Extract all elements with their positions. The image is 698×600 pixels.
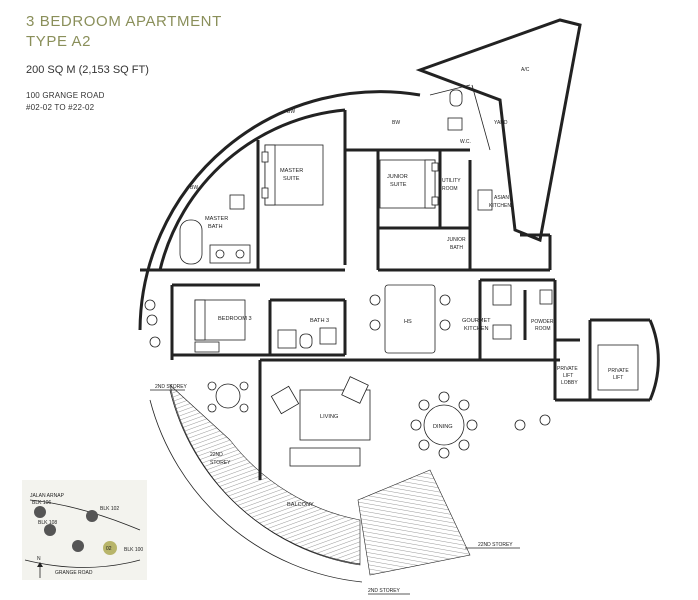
keyplan-road-top: JALAN ARNAP — [30, 493, 65, 499]
label-dining: DINING — [433, 424, 453, 430]
label-junior-suite-2: SUITE — [390, 182, 407, 188]
private-lift-box — [597, 344, 639, 391]
terrace-hatch-right — [357, 469, 471, 576]
interior-walls — [160, 110, 660, 480]
terrace-hatch-left — [169, 384, 361, 566]
keyplan-blk100: BLK 100 — [124, 547, 143, 553]
annot-2nd-storey-c: 2ND STOREY — [368, 588, 401, 594]
label-asian-kitchen-2: KITCHEN — [489, 203, 511, 209]
label-lift-lobby-2: LIFT — [563, 373, 573, 379]
kitchen-fixtures — [477, 189, 553, 340]
address-line-2: #02-02 TO #22-02 — [26, 103, 95, 112]
label-living: LIVING — [320, 414, 338, 420]
keyplan-north-label: N — [37, 556, 41, 562]
label-junior-suite-1: JUNIOR — [387, 174, 408, 180]
label-master-suite-1: MASTER — [280, 168, 303, 174]
keyplan-unit-highlight — [103, 541, 117, 555]
bedroom3-bed — [194, 299, 246, 353]
label-master-bath-1: MASTER — [205, 216, 228, 222]
label-bedroom3: BEDROOM 3 — [218, 316, 252, 322]
label-powder-room-1: POWDER — [531, 319, 554, 325]
label-utility-room-2: ROOM — [442, 186, 458, 192]
keyplan-blk106: BLK 106 — [32, 500, 51, 506]
label-asian-kitchen-1: ASIAN — [494, 195, 509, 201]
annot-22nd-storey-1: 22ND — [210, 452, 223, 458]
label-wc: W.C. — [460, 139, 471, 145]
label-powder-room-2: ROOM — [535, 326, 551, 332]
address-line-1: 100 GRANGE ROAD — [26, 91, 105, 100]
label-junior-bath-1: JUNIOR — [447, 237, 466, 243]
label-master-bath-2: BATH — [208, 224, 223, 230]
living-furniture — [270, 376, 371, 467]
balcony-table — [207, 381, 249, 413]
label-lift-lobby-1: PRIVATE — [557, 366, 578, 372]
junior-bed — [379, 159, 439, 209]
plan-type: TYPE A2 — [26, 33, 92, 50]
bath3-fixtures — [277, 327, 337, 349]
label-bath3: BATH 3 — [310, 318, 329, 324]
hs-island — [369, 284, 451, 354]
plan-title: 3 BEDROOM APARTMENT — [26, 13, 222, 30]
label-balcony: BALCONY — [287, 502, 314, 508]
label-junior-bath-2: BATH — [450, 245, 463, 251]
label-bw-3: BW — [190, 185, 198, 191]
annot-2nd-storey-a: 2ND STOREY — [155, 384, 188, 390]
label-gourmet-kitchen-1: GOURMET — [462, 318, 491, 324]
label-bw-2: BW — [392, 120, 400, 126]
label-utility-room-1: UTILITY — [442, 178, 461, 184]
annot-22nd-storey-2: STOREY — [210, 460, 231, 466]
dining-table — [410, 391, 478, 459]
label-master-suite-2: SUITE — [283, 176, 300, 182]
storey-annotations: 2ND STOREY 22ND STOREY 22ND STOREY 2ND S… — [150, 384, 520, 595]
keyplan-unit: 02 — [106, 546, 112, 552]
label-lift-lobby-3: LOBBY — [561, 380, 578, 386]
keyplan-road-bottom: GRANGE ROAD — [55, 570, 93, 576]
label-gourmet-kitchen-2: KITCHEN — [464, 326, 489, 332]
plan-area: 200 SQ M (2,153 SQ FT) — [26, 64, 149, 76]
wc-fixtures — [447, 89, 463, 131]
label-private-lift-1: PRIVATE — [608, 368, 629, 374]
key-plan: JALAN ARNAP GRANGE ROAD BLK 106 BLK 102 … — [22, 480, 147, 580]
label-ac: A/C — [521, 67, 530, 73]
master-bathtub — [179, 194, 251, 265]
ac-ledge — [415, 18, 582, 243]
label-hs: HS — [404, 319, 412, 325]
keyplan-blk102: BLK 102 — [100, 506, 119, 512]
label-bw-1: BW — [287, 109, 295, 115]
label-private-lift-2: LIFT — [613, 375, 623, 381]
master-bed — [261, 144, 324, 206]
planters — [144, 299, 551, 431]
keyplan-blk108: BLK 108 — [38, 520, 57, 526]
room-labels: MASTER SUITE MASTER BATH JUNIOR SUITE UT… — [190, 67, 629, 508]
label-yard: YARD — [494, 120, 508, 126]
annot-22nd-storey: 22ND STOREY — [478, 542, 513, 548]
